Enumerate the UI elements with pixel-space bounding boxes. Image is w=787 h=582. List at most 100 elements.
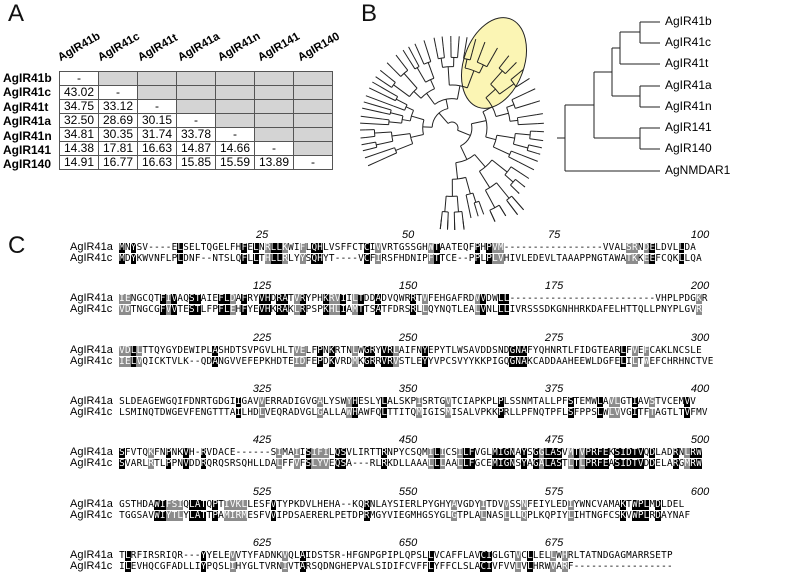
residue: I <box>492 355 498 367</box>
residue: E <box>212 293 218 305</box>
residue: L <box>457 458 463 470</box>
tree-branch <box>365 135 375 138</box>
residue: M <box>241 509 248 521</box>
residue: L <box>462 549 469 561</box>
residue: L <box>398 549 405 561</box>
residue: T <box>637 406 644 418</box>
residue: P <box>422 253 428 264</box>
residue: G <box>439 395 446 407</box>
residue: V <box>171 355 178 367</box>
residue: L <box>223 293 230 305</box>
residue: L <box>672 406 679 418</box>
residue: T <box>655 395 661 407</box>
tree-branch <box>478 201 483 210</box>
residue: A <box>375 304 382 316</box>
residue: N <box>562 304 568 316</box>
residue: L <box>369 395 376 407</box>
sequence-name: AgIR41a <box>70 497 113 510</box>
residue: R <box>410 498 417 510</box>
residue: F <box>299 458 306 470</box>
residue: L <box>416 304 422 316</box>
residue: M <box>416 406 423 418</box>
tree-branch <box>430 79 436 89</box>
residue: P <box>637 498 644 510</box>
residue: D <box>194 458 201 470</box>
residue: H <box>328 498 335 510</box>
residue: D <box>183 253 189 264</box>
residue: A <box>474 560 481 572</box>
residue: N <box>515 344 522 356</box>
residue: K <box>264 355 271 367</box>
residue: V <box>626 509 632 521</box>
residue: R <box>428 395 434 407</box>
residue: A <box>608 458 615 470</box>
tree-branch <box>507 201 518 215</box>
residue: C <box>521 549 527 561</box>
residue: F <box>527 344 533 356</box>
residue: V <box>282 549 289 561</box>
residue: I <box>620 458 627 470</box>
residue: - <box>585 242 591 253</box>
residue: V <box>165 304 172 316</box>
tree-branch <box>375 142 378 148</box>
position-tick: 625 <box>252 536 272 549</box>
residue: N <box>136 304 143 316</box>
residue: P <box>311 293 318 305</box>
residue: V <box>422 293 428 305</box>
residue: F <box>340 242 347 253</box>
residue: L <box>655 447 661 459</box>
residue: Y <box>159 344 166 356</box>
tree-branch <box>402 119 411 122</box>
residue: W <box>492 293 498 305</box>
residue: Y <box>183 509 189 521</box>
residue: L <box>562 406 568 418</box>
tree-branch <box>420 88 435 99</box>
residue: M <box>422 447 428 459</box>
residue: N <box>515 355 522 367</box>
panel-label-b: B <box>361 0 378 27</box>
residue: A <box>130 458 137 470</box>
residue: L <box>468 509 475 521</box>
residue: D <box>532 253 539 264</box>
tree-branch <box>385 152 397 159</box>
residue: I <box>206 293 213 305</box>
residue: P <box>585 447 592 459</box>
residue: E <box>247 242 253 253</box>
residue: - <box>521 242 527 253</box>
residue: C <box>224 447 230 459</box>
residue: L <box>480 253 487 264</box>
tree-branch <box>456 196 459 212</box>
residue: Y <box>666 509 673 521</box>
sequence-row: VDTNGCGFVVTESTLFPFLEHFYEVHKRAKLRPSPKHLIA… <box>119 304 702 316</box>
residue: V <box>515 253 522 264</box>
residue: W <box>614 253 621 264</box>
residue: G <box>684 304 691 316</box>
residue: W <box>457 344 463 356</box>
tree-branch <box>511 99 516 109</box>
residue: - <box>631 560 638 572</box>
residue: S <box>527 304 533 316</box>
tree-branch <box>411 115 425 121</box>
residue: G <box>416 242 422 253</box>
residue: G <box>258 344 265 356</box>
residue: I <box>177 498 184 510</box>
residue: W <box>579 498 586 510</box>
residue: F <box>573 344 580 356</box>
residue: L <box>684 253 691 264</box>
position-tick: 200 <box>690 280 710 293</box>
residue: P <box>585 458 592 470</box>
residue: - <box>626 293 632 305</box>
residue: S <box>154 549 160 561</box>
identity-cell <box>254 71 294 86</box>
residue: E <box>323 498 329 510</box>
residue: L <box>492 253 498 264</box>
residue: A <box>299 509 306 521</box>
residue: F <box>159 293 166 305</box>
residue: S <box>136 509 143 521</box>
residue: R <box>334 344 341 356</box>
residue: L <box>328 447 335 459</box>
residue: M <box>130 406 137 418</box>
position-tick: 125 <box>252 280 272 293</box>
tree-branch <box>442 46 445 58</box>
residue: A <box>375 293 382 305</box>
